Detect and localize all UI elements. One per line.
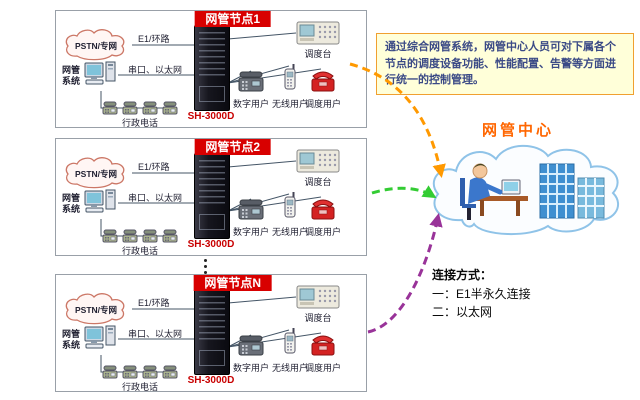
- desk-phone-icon: [102, 229, 118, 243]
- node-title: 网管节点2: [194, 139, 272, 156]
- dispatch-user-phone-icon: [310, 195, 336, 221]
- serial-ethernet-label: 串口、以太网: [128, 329, 183, 339]
- server-model-label: SH-3000D: [187, 375, 235, 386]
- dispatch-console-icon: [296, 21, 340, 45]
- dispatch-user-label: 调度用户: [304, 99, 341, 109]
- admin-phone-label: 行政电话: [121, 118, 158, 128]
- desk-phone-icon: [162, 229, 178, 243]
- desk-phone-icon: [122, 365, 138, 379]
- digital-user-label: 数字用户: [232, 99, 269, 109]
- wireless-user-handset-icon: [282, 63, 298, 91]
- dispatch-console-label: 调度台: [304, 49, 332, 59]
- network-center-cloud-icon: [432, 144, 620, 235]
- node-panel-1: 网管节点1 PSTN/专网 E1/环路 SH-3000D 网管系统 串口、以太网…: [55, 10, 367, 128]
- server-model-label: SH-3000D: [187, 111, 235, 122]
- legend-item-ethernet: 二：以太网: [432, 305, 493, 320]
- desk-phone-icon: [162, 365, 178, 379]
- serial-ethernet-label: 串口、以太网: [128, 65, 183, 75]
- desk-phone-icon: [122, 229, 138, 243]
- desk-phone-icon: [102, 101, 118, 115]
- serial-ethernet-label: 串口、以太网: [128, 193, 183, 203]
- wireless-user-label: 无线用户: [271, 99, 308, 109]
- desk-phone-icon: [142, 101, 158, 115]
- server-model-label: SH-3000D: [187, 239, 235, 250]
- legend-item-e1: 一：E1半永久连接: [432, 286, 531, 301]
- legend-title: 连接方式：: [432, 268, 493, 282]
- desk-phone-icon: [102, 365, 118, 379]
- admin-phone-label: 行政电话: [121, 382, 158, 392]
- desk-phone-icon: [122, 101, 138, 115]
- desk-phone-icon: [142, 229, 158, 243]
- dispatch-user-label: 调度用户: [304, 227, 341, 237]
- digital-user-phone-icon: [238, 197, 264, 221]
- node-panel-n: 网管节点N PSTN/专网 E1/环路 SH-3000D 网管系统 串口、以太网…: [55, 274, 367, 392]
- dispatch-user-label: 调度用户: [304, 363, 341, 373]
- network-center-title: 网管中心: [482, 122, 555, 139]
- digital-user-phone-icon: [238, 333, 264, 357]
- digital-user-phone-icon: [238, 69, 264, 93]
- operator-at-computer-icon: [460, 163, 528, 220]
- wireless-user-label: 无线用户: [271, 227, 308, 237]
- digital-user-label: 数字用户: [232, 227, 269, 237]
- pstn-label: PSTN/专网: [74, 305, 118, 315]
- dispatch-console-label: 调度台: [304, 313, 332, 323]
- dispatch-user-phone-icon: [310, 331, 336, 357]
- wireless-user-handset-icon: [282, 327, 298, 355]
- nms-label: 网管系统: [61, 329, 80, 351]
- nms-label: 网管系统: [61, 65, 80, 87]
- nms-label: 网管系统: [61, 193, 80, 215]
- description-box: 通过综合网管系统，网管中心人员可对下属各个节点的调度设备功能、性能配置、告警等方…: [376, 33, 634, 95]
- desk-phone-icon: [142, 365, 158, 379]
- desk-phone-icon: [162, 101, 178, 115]
- e1-link-label: E1/环路: [138, 34, 170, 44]
- node-title: 网管节点N: [193, 275, 273, 292]
- server-tower-icon: [194, 289, 230, 375]
- connection-legend: 连接方式： 一：E1半永久连接 二：以太网: [432, 266, 531, 322]
- server-tower-icon: [194, 25, 230, 111]
- dispatch-console-label: 调度台: [304, 177, 332, 187]
- dispatch-user-phone-icon: [310, 67, 336, 93]
- server-tower-icon: [194, 153, 230, 239]
- workstation-icon: [84, 189, 118, 219]
- node-title: 网管节点1: [194, 11, 272, 28]
- pstn-label: PSTN/专网: [74, 41, 118, 51]
- buildings-icon: [539, 163, 605, 219]
- node-panel-2: 网管节点2 PSTN/专网 E1/环路 SH-3000D 网管系统 串口、以太网…: [55, 138, 367, 256]
- digital-user-label: 数字用户: [232, 363, 269, 373]
- e1-link-label: E1/环路: [138, 298, 170, 308]
- wireless-user-label: 无线用户: [271, 363, 308, 373]
- e1-link-label: E1/环路: [138, 162, 170, 172]
- admin-phone-label: 行政电话: [121, 246, 158, 256]
- continuation-dots: [204, 256, 207, 277]
- dispatch-console-icon: [296, 149, 340, 173]
- wireless-user-handset-icon: [282, 191, 298, 219]
- workstation-icon: [84, 61, 118, 91]
- dispatch-console-icon: [296, 285, 340, 309]
- workstation-icon: [84, 325, 118, 355]
- pstn-label: PSTN/专网: [74, 169, 118, 179]
